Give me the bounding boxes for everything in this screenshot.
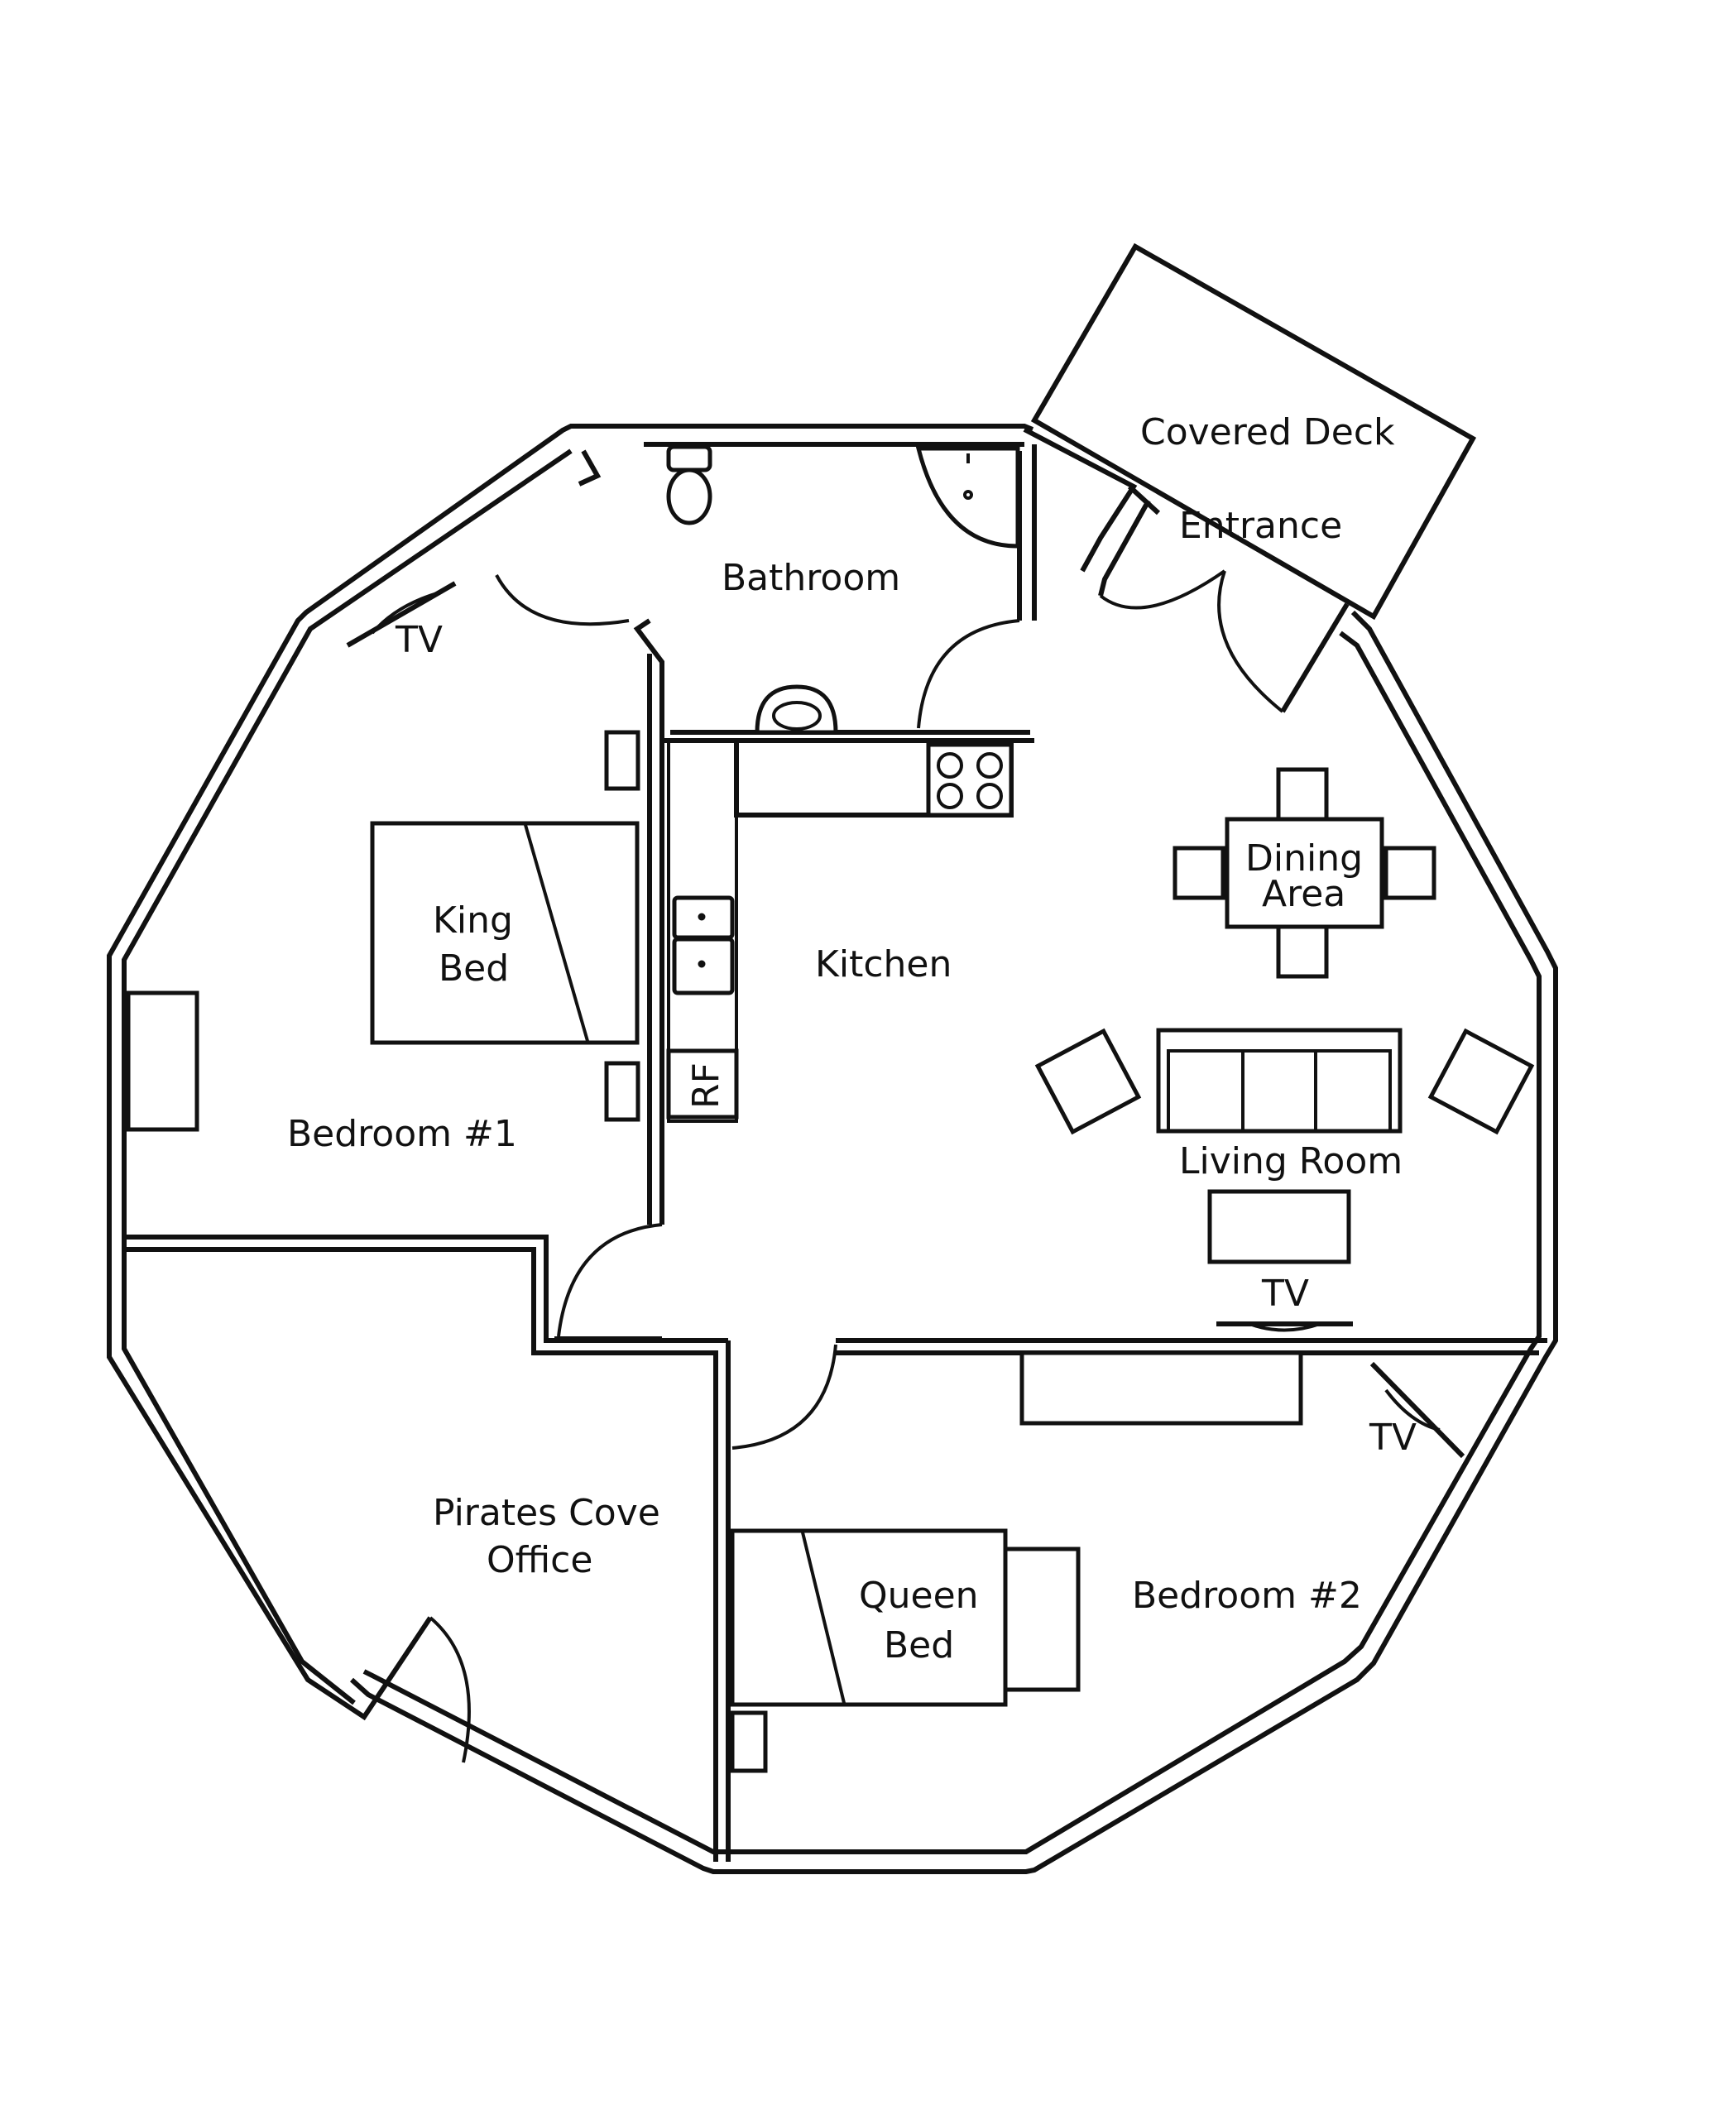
outer-wall-west	[107, 424, 1034, 1721]
tv-icon	[1216, 1321, 1353, 1332]
shower-icon	[915, 446, 1020, 549]
tv-icon	[346, 581, 457, 648]
label-dining-line1: Dining	[1245, 837, 1363, 880]
toilet-icon	[666, 444, 712, 525]
label-covered-deck: Covered Deck	[1140, 411, 1395, 453]
outer-wall-east	[349, 610, 1558, 1874]
bed-bench	[1003, 1547, 1081, 1692]
label-tv: TV	[1261, 1273, 1309, 1315]
sink-icon	[755, 684, 838, 735]
door-swing-icon	[429, 569, 1284, 1763]
label-tv: TV	[1369, 1417, 1417, 1459]
deck-entry-wall	[1098, 499, 1151, 597]
dining-table	[1173, 767, 1436, 979]
sofa	[1156, 1028, 1403, 1134]
refrigerator: RF	[666, 1048, 739, 1120]
coffee-table	[1207, 1189, 1351, 1264]
label-king-bed-line2: Bed	[439, 947, 509, 990]
label-tv: TV	[395, 619, 443, 661]
nightstand	[604, 730, 640, 791]
label-bedroom-1: Bedroom #1	[287, 1113, 517, 1155]
label-queen-bed-line2: Bed	[884, 1624, 954, 1666]
label-pirates-cove-line1: Pirates Cove	[433, 1492, 660, 1534]
refrigerator-label: RF	[685, 1062, 727, 1109]
dresser	[1019, 1350, 1303, 1426]
kitchen-counter-west	[667, 739, 738, 1123]
armchair	[1034, 1028, 1142, 1135]
label-bathroom: Bathroom	[722, 557, 900, 599]
dresser	[126, 990, 199, 1132]
label-dining-line2: Area	[1262, 873, 1345, 915]
outer-walls	[107, 424, 1558, 1874]
label-bedroom-2: Bedroom #2	[1132, 1575, 1362, 1617]
outer-wall-east-inner	[362, 631, 1542, 1854]
label-living-room: Living Room	[1179, 1140, 1403, 1182]
queen-bed	[730, 1528, 1008, 1707]
label-entrance: Entrance	[1179, 505, 1342, 547]
king-bed	[370, 821, 640, 1045]
label-queen-bed-line1: Queen	[859, 1575, 979, 1617]
label-pirates-cove-line2: Office	[487, 1539, 592, 1581]
outer-wall-west-inner	[122, 448, 573, 1705]
covered-deck-outline	[1030, 242, 1477, 621]
tv-icon	[1369, 1361, 1465, 1459]
double-sink-icon	[672, 895, 735, 995]
nightstand	[604, 1061, 640, 1122]
label-king-bed-line1: King	[433, 899, 513, 942]
stove-icon	[926, 742, 1014, 818]
outer-wall	[1023, 427, 1138, 573]
label-kitchen: Kitchen	[815, 943, 952, 985]
nightstand	[730, 1710, 768, 1773]
armchair	[1427, 1028, 1535, 1135]
